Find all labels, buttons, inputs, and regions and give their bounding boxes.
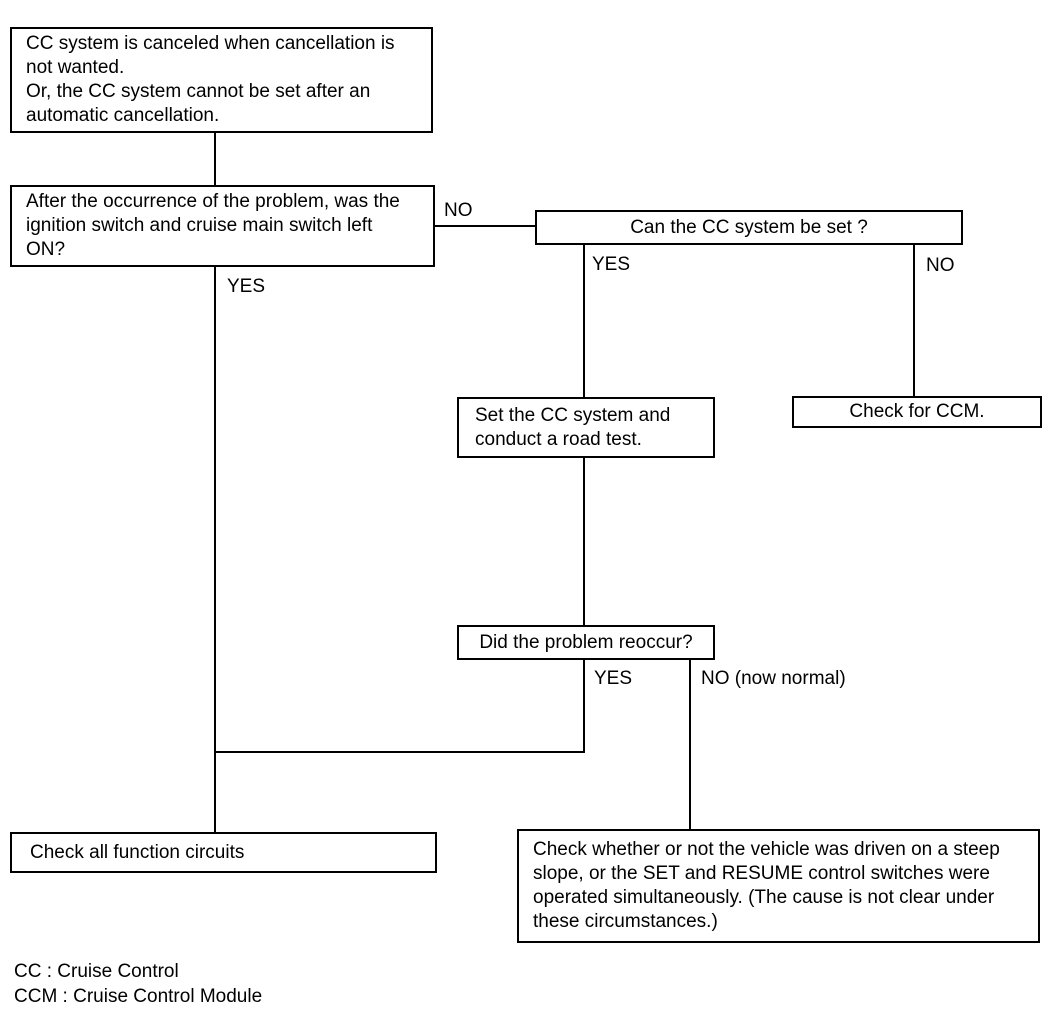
flow-box-check-slope-text: Check whether or not the vehicle was dri… — [533, 839, 1000, 932]
abbreviation-legend: CC : Cruise Control CCM : Cruise Control… — [14, 961, 263, 1007]
flow-box-road-test: Set the CC system and conduct a road tes… — [457, 397, 715, 458]
flow-box-check-circuits-text: Check all function circuits — [30, 841, 245, 863]
connector-reoccur-no-to-slope — [689, 660, 691, 829]
connector-no-to-can-set — [435, 225, 535, 227]
flow-box-ignition-question: After the occurrence of the problem, was… — [10, 185, 435, 267]
branch-label-yes-reoccur: YES — [594, 668, 633, 689]
connector-symptom-to-ignition — [214, 133, 216, 187]
connector-canset-no-to-checkccm — [913, 245, 915, 396]
connector-ignition-yes-to-circuits — [214, 267, 216, 832]
connector-reoccur-yes-down — [583, 660, 585, 753]
connector-yes-junction — [214, 751, 585, 753]
flow-box-symptom: CC system is canceled when cancellation … — [10, 27, 433, 133]
branch-label-yes-can-set: YES — [592, 254, 631, 275]
flow-box-reoccur-question: Did the problem reoccur? — [457, 625, 715, 660]
flow-box-ignition-question-text: After the occurrence of the problem, was… — [26, 191, 400, 260]
flow-box-can-set-question: Can the CC system be set ? — [535, 210, 963, 245]
branch-label-no-reoccur: NO (now normal) — [701, 668, 846, 689]
branch-label-no-can-set: NO — [926, 255, 955, 276]
branch-label-no-ignition: NO — [444, 200, 473, 221]
flow-box-road-test-text: Set the CC system and conduct a road tes… — [475, 404, 671, 450]
flow-box-check-slope: Check whether or not the vehicle was dri… — [517, 829, 1040, 943]
flow-box-symptom-text: CC system is canceled when cancellation … — [26, 33, 395, 126]
flow-box-check-circuits: Check all function circuits — [10, 832, 437, 873]
branch-label-yes-ignition: YES — [227, 276, 266, 297]
flow-box-check-ccm: Check for CCM. — [792, 396, 1042, 428]
flow-box-can-set-question-text: Can the CC system be set ? — [630, 216, 868, 238]
flow-box-check-ccm-text: Check for CCM. — [849, 401, 985, 422]
connector-canset-yes-to-roadtest — [583, 245, 585, 397]
connector-roadtest-to-reoccur — [583, 458, 585, 625]
flow-box-reoccur-question-text: Did the problem reoccur? — [479, 631, 693, 653]
